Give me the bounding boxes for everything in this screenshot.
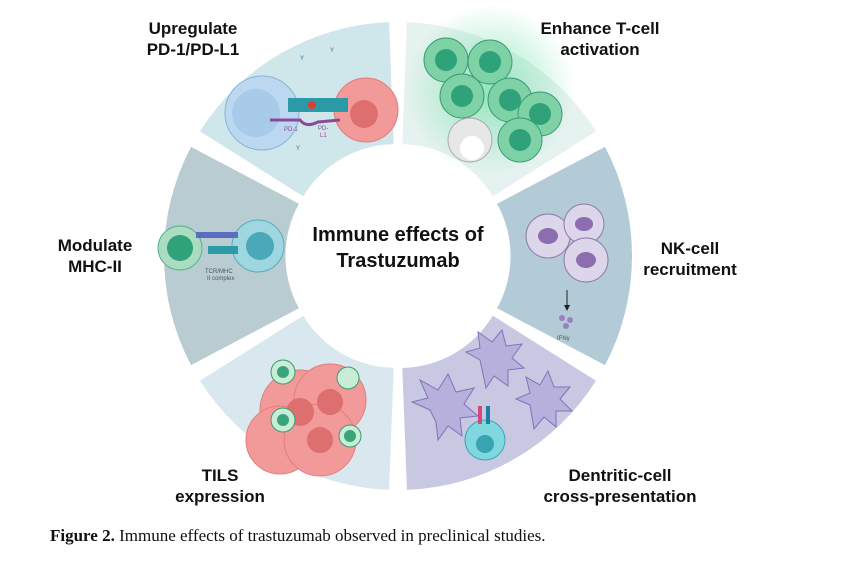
segment-modulate-mhc (164, 146, 299, 366)
label-dendritic-cell: Dentritic-cell cross-presentation (543, 466, 697, 506)
pdl1-label: PD-L1 (318, 126, 328, 139)
nk-cell-illustration: IFNγ (525, 203, 609, 342)
label-enhance-t-cell: Enhance T-cell activation (540, 19, 660, 59)
dendritic-cell-illustration (410, 328, 574, 461)
center-circle (290, 148, 506, 364)
svg-text:Y: Y (300, 56, 304, 62)
pd1-pdl1-illustration: PD-1 PD-L1 Y Y Y (224, 48, 399, 152)
t-cell-activation-illustration (405, 5, 575, 175)
pd1-label: PD-1 (284, 127, 298, 133)
label-tils: TILS expression (175, 466, 265, 506)
figure-caption: Figure 2. Immune effects of trastuzumab … (50, 526, 546, 546)
caption-text: Immune effects of trastuzumab observed i… (114, 526, 546, 545)
ifn-gamma-label: IFNγ (557, 336, 570, 342)
label-upregulate-pd1: Upregulate PD-1/PD-L1 (146, 19, 240, 59)
svg-text:Y: Y (330, 48, 334, 54)
segment-dendritic-cell (402, 315, 597, 490)
label-nk-cell: NK-cell recruitment (643, 239, 737, 279)
label-modulate-mhc: Modulate MHC-II (57, 236, 133, 276)
center-title: Immune effects of Trastuzumab (312, 224, 484, 272)
tils-illustration (245, 359, 367, 477)
caption-prefix: Figure 2. (50, 526, 115, 545)
svg-text:Y: Y (296, 146, 300, 152)
